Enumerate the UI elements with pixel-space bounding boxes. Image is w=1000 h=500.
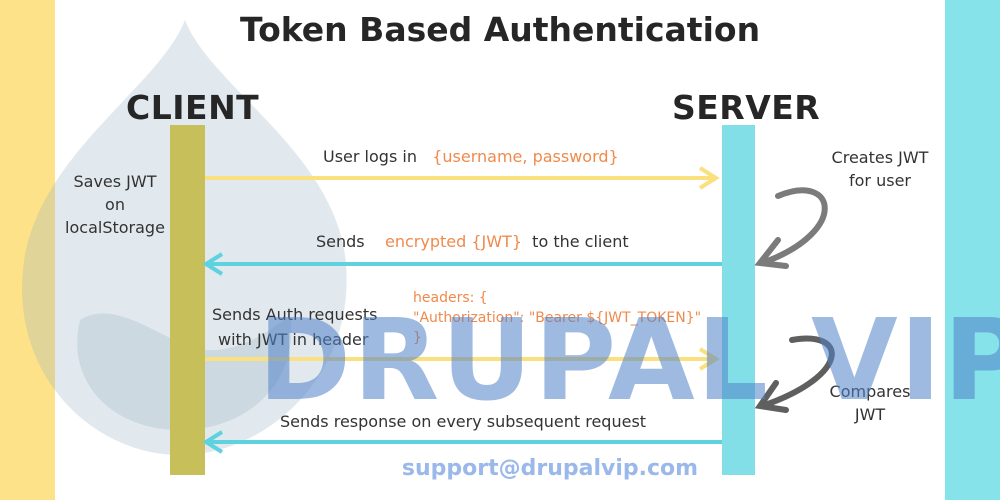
code-line-2: "Authorization": "Bearer ${JWT_TOKEN}" — [413, 310, 702, 326]
server-heading: SERVER — [672, 88, 821, 127]
code-line-3: } — [413, 330, 422, 346]
client-note: Saves JWT on localStorage — [60, 170, 170, 239]
page-title: Token Based Authentication — [239, 10, 761, 49]
watermark-brand: DRUPAL VIP — [258, 296, 1000, 426]
auth-header-code: headers: { "Authorization": "Bearer ${JW… — [413, 288, 701, 348]
step-auth-line1: Sends Auth requests — [212, 305, 378, 324]
arrow-send-jwt — [202, 252, 722, 276]
step-auth-line2: with JWT in header — [218, 330, 369, 349]
arrow-auth-request — [205, 347, 720, 371]
server-lifeline — [722, 125, 755, 475]
arrow-response — [202, 430, 722, 454]
step-send-jwt-highlight: encrypted {JWT} — [384, 232, 522, 251]
client-note-line1: Saves JWT — [73, 172, 157, 191]
server-note-compare-line1: Compares — [829, 382, 911, 401]
client-heading: CLIENT — [126, 88, 260, 127]
curved-arrow-compare — [754, 335, 835, 413]
server-note-compare-line2: JWT — [854, 405, 886, 424]
step-send-jwt-label: Sends encrypted {JWT} to the client — [316, 232, 629, 251]
server-note-create-line2: for user — [849, 171, 911, 190]
client-note-line2: on — [105, 195, 125, 214]
server-note-create: Creates JWT for user — [820, 146, 940, 192]
step-login-text: User logs in — [323, 147, 417, 166]
step-login-credentials: {username, password} — [432, 147, 619, 166]
left-decor-band — [0, 0, 55, 500]
curved-arrow-create — [754, 187, 828, 269]
client-note-line3: localStorage — [65, 218, 165, 237]
server-note-create-line1: Creates JWT — [831, 148, 929, 167]
client-lifeline — [170, 125, 205, 475]
arrow-login — [205, 166, 720, 190]
watermark-support-email: support@drupalvip.com — [401, 456, 699, 481]
code-line-1: headers: { — [413, 290, 488, 306]
step-send-jwt-text: Sends — [316, 232, 365, 251]
right-decor-band — [945, 0, 1000, 500]
step-response-label: Sends response on every subsequent reque… — [280, 412, 647, 431]
step-login-label: User logs in {username, password} — [323, 147, 619, 166]
server-note-compare: Compares JWT — [820, 380, 920, 426]
step-send-jwt-suffix: to the client — [532, 232, 629, 251]
